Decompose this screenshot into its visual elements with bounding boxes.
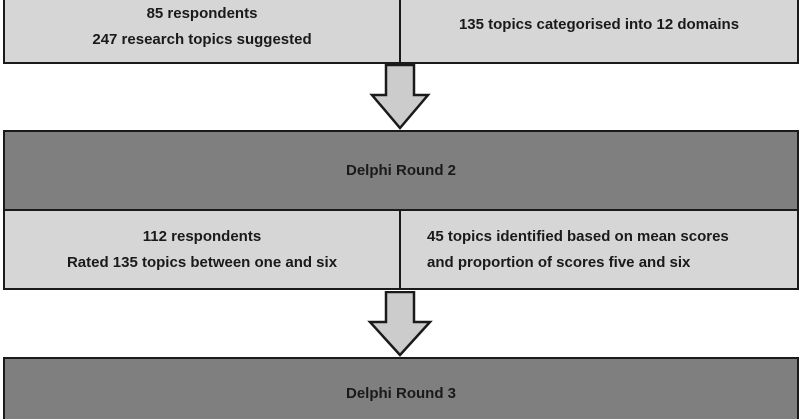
down-arrow-icon	[369, 64, 431, 130]
round1-respondents-text: 85 respondents	[146, 5, 258, 22]
delphi-round-2-header: Delphi Round 2	[3, 130, 799, 211]
round2-respondents-text: 112 respondents	[142, 227, 262, 245]
round1-categorised-box: 135 topics categorised into 12 domains	[399, 0, 799, 64]
round2-identified-box: 45 topics identified based on mean score…	[399, 209, 799, 290]
round2-respondents-box: 112 respondents Rated 135 topics between…	[3, 209, 401, 290]
round2-identified-text-1: 45 topics identified based on mean score…	[427, 227, 729, 245]
delphi-round-2-title: Delphi Round 2	[346, 161, 456, 179]
round1-categorised-text: 135 topics categorised into 12 domains	[458, 16, 740, 33]
round1-topics-suggested-text: 247 research topics suggested	[92, 31, 312, 48]
down-arrow-icon	[367, 291, 433, 357]
round1-respondents-box: 85 respondents 247 research topics sugge…	[3, 0, 401, 64]
delphi-round-3-header: Delphi Round 3	[3, 357, 799, 419]
round2-identified-text-2: and proportion of scores five and six	[427, 253, 691, 271]
round2-rated-text: Rated 135 topics between one and six	[66, 253, 338, 271]
delphi-round-3-title: Delphi Round 3	[346, 385, 456, 402]
